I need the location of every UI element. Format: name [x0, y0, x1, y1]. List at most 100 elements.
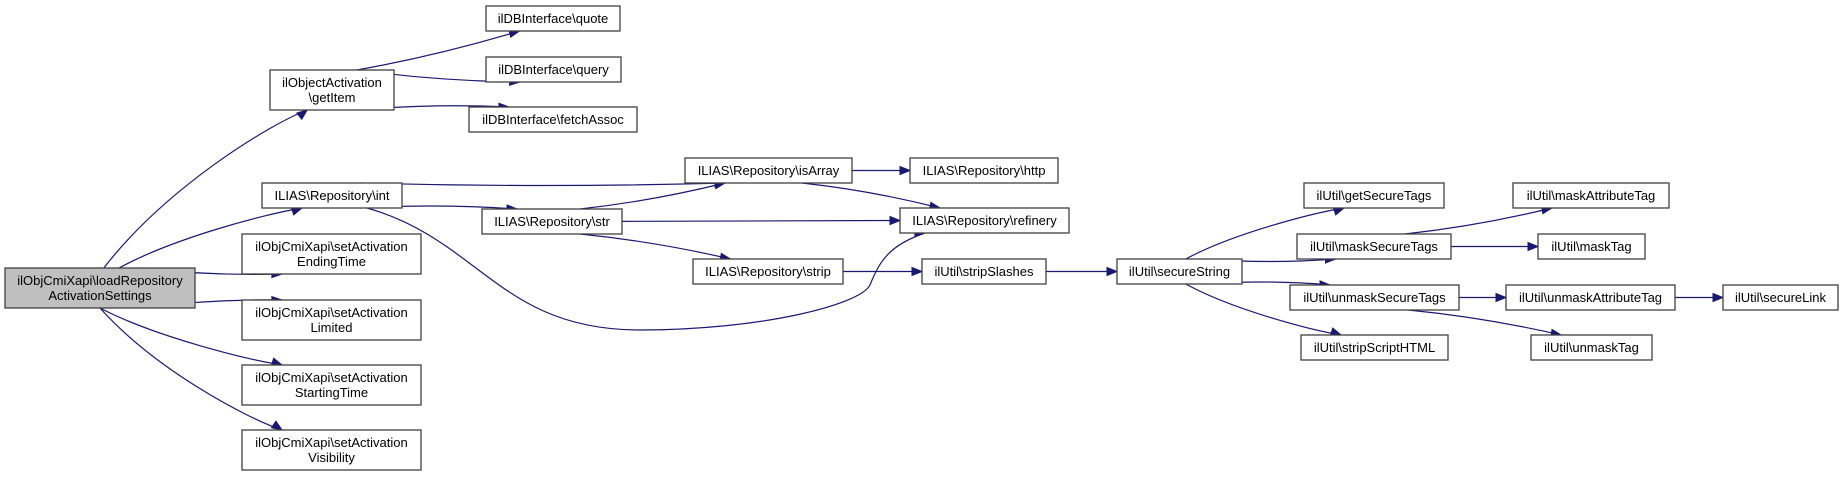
- node-box: [909, 157, 1059, 184]
- node-box: [4, 267, 196, 309]
- node-box: [1296, 233, 1452, 260]
- edge-unmaskSecureTags-to-unmaskTag: [1408, 309, 1563, 338]
- node-maskSecureTags[interactable]: ilUtil\maskSecureTags: [1296, 233, 1452, 260]
- edge-strip-to-stripSlashes: [843, 266, 924, 277]
- node-box: [692, 258, 844, 285]
- node-box: [468, 106, 638, 133]
- arrowhead-icon: [899, 165, 912, 176]
- arrowhead-icon: [1106, 266, 1119, 277]
- node-quote[interactable]: ilDBInterface\quote: [485, 5, 621, 32]
- node-label: ILIAS\Repository\str: [494, 214, 610, 229]
- node-label: ilObjCmiXapi\setActivation: [255, 370, 407, 385]
- node-getItem[interactable]: ilObjectActivation\getItem: [269, 69, 395, 111]
- edge-line: [621, 219, 901, 222]
- node-box: [269, 69, 395, 111]
- node-fetchAssoc[interactable]: ilDBInterface\fetchAssoc: [468, 106, 638, 133]
- node-label: ilUtil\secureLink: [1735, 290, 1827, 305]
- node-secureLink[interactable]: ilUtil\secureLink: [1722, 284, 1839, 311]
- arrowhead-icon: [911, 266, 924, 277]
- node-label: ilUtil\maskAttributeTag: [1527, 188, 1656, 203]
- node-label: Visibility: [308, 450, 355, 465]
- edge-line: [118, 207, 303, 269]
- node-box: [684, 157, 853, 184]
- node-label: ilUtil\getSecureTags: [1317, 188, 1432, 203]
- node-unmaskTag[interactable]: ilUtil\unmaskTag: [1530, 334, 1653, 361]
- node-box: [1537, 233, 1646, 260]
- arrowhead-icon: [296, 109, 309, 121]
- node-box: [261, 182, 403, 209]
- node-label: ilObjectActivation: [282, 75, 382, 90]
- node-secureString[interactable]: ilUtil\secureString: [1116, 258, 1243, 285]
- node-label: ActivationSettings: [48, 288, 152, 303]
- edge-isArray-to-http: [852, 165, 912, 176]
- edge-str-to-strip: [579, 233, 732, 262]
- node-label: ilUtil\unmaskSecureTags: [1303, 290, 1446, 305]
- node-box: [1505, 284, 1676, 311]
- node-unmaskSecureTags[interactable]: ilUtil\unmaskSecureTags: [1289, 284, 1460, 311]
- node-box: [1289, 284, 1460, 311]
- edge-unmaskAttributeTag-to-secureLink: [1675, 292, 1725, 303]
- node-label: ilUtil\maskTag: [1551, 239, 1631, 254]
- node-isArray[interactable]: ILIAS\Repository\isArray: [684, 157, 853, 184]
- node-label: ILIAS\Repository\int: [275, 188, 390, 203]
- edge-line: [359, 182, 726, 187]
- edge-int-to-isArray: [359, 178, 727, 188]
- node-label: ilUtil\unmaskAttributeTag: [1519, 290, 1662, 305]
- node-label: EndingTime: [297, 254, 366, 269]
- node-label: ILIAS\Repository\http: [923, 163, 1046, 178]
- node-maskAttributeTag[interactable]: ilUtil\maskAttributeTag: [1512, 182, 1670, 209]
- node-refinery[interactable]: ILIAS\Repository\refinery: [899, 207, 1070, 234]
- edge-secureString-to-stripScriptHTML: [1185, 283, 1343, 337]
- node-label: ilUtil\unmaskTag: [1544, 340, 1639, 355]
- node-box: [1722, 284, 1839, 311]
- node-label: ilObjCmiXapi\setActivation: [255, 435, 407, 450]
- arrowhead-icon: [1712, 292, 1725, 303]
- node-label: ilObjCmiXapi\setActivation: [255, 239, 407, 254]
- edge-line: [99, 307, 283, 366]
- edge-line: [356, 30, 520, 71]
- edge-root-to-getItem: [103, 109, 309, 269]
- node-box: [1530, 334, 1653, 361]
- node-box: [921, 258, 1047, 285]
- node-getSecureTags[interactable]: ilUtil\getSecureTags: [1303, 182, 1445, 209]
- node-box: [899, 207, 1070, 234]
- node-label: ilDBInterface\quote: [498, 11, 609, 26]
- node-root[interactable]: ilObjCmiXapi\loadRepositoryActivationSet…: [4, 267, 196, 309]
- node-query[interactable]: ilDBInterface\query: [485, 56, 622, 83]
- edge-isArray-to-refinery: [801, 182, 942, 211]
- node-maskTag[interactable]: ilUtil\maskTag: [1537, 233, 1646, 260]
- arrowhead-icon: [1495, 292, 1508, 303]
- edge-line: [579, 233, 731, 260]
- node-label: ILIAS\Repository\strip: [705, 264, 831, 279]
- node-label: ilUtil\stripSlashes: [935, 264, 1034, 279]
- edge-line: [801, 182, 941, 209]
- node-box: [241, 364, 422, 406]
- node-label: Limited: [311, 320, 353, 335]
- edge-line: [1185, 283, 1342, 336]
- node-unmaskAttributeTag[interactable]: ilUtil\unmaskAttributeTag: [1505, 284, 1676, 311]
- node-stripSlashes[interactable]: ilUtil\stripSlashes: [921, 258, 1047, 285]
- node-box: [241, 233, 422, 275]
- node-label: ilDBInterface\query: [498, 62, 609, 77]
- node-str[interactable]: ILIAS\Repository\str: [481, 208, 623, 235]
- nodes-layer: ilObjCmiXapi\loadRepositoryActivationSet…: [4, 5, 1839, 471]
- node-label: StartingTime: [295, 385, 368, 400]
- node-box: [241, 429, 422, 471]
- arrowhead-icon: [889, 215, 902, 226]
- edge-line: [103, 109, 308, 269]
- node-int[interactable]: ILIAS\Repository\int: [261, 182, 403, 209]
- node-box: [485, 56, 622, 83]
- node-http[interactable]: ILIAS\Repository\http: [909, 157, 1059, 184]
- node-strip[interactable]: ILIAS\Repository\strip: [692, 258, 844, 285]
- edge-unmaskSecureTags-to-unmaskAttributeTag: [1459, 292, 1508, 303]
- edge-line: [366, 207, 926, 331]
- edge-secureString-to-getSecureTags: [1185, 206, 1346, 260]
- node-label: ilObjCmiXapi\setActivation: [255, 305, 407, 320]
- edge-maskSecureTags-to-maskTag: [1451, 241, 1540, 252]
- node-stripScriptHTML[interactable]: ilUtil\stripScriptHTML: [1300, 334, 1449, 361]
